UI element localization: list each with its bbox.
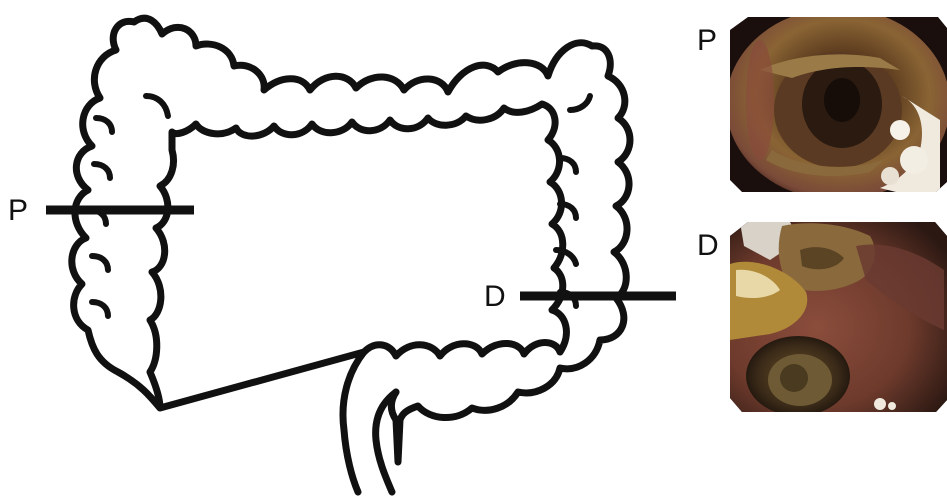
colon-outline	[72, 18, 630, 462]
proximal-endoscopy-photo	[726, 8, 947, 200]
distal-endoscopy-photo	[728, 220, 947, 416]
proximal-photo-label: P	[697, 24, 717, 57]
sigmoid-outline	[343, 352, 396, 492]
distal-marker-label: D	[484, 280, 506, 313]
distal-photo-label: D	[697, 229, 719, 262]
proximal-marker-label: P	[8, 194, 28, 227]
